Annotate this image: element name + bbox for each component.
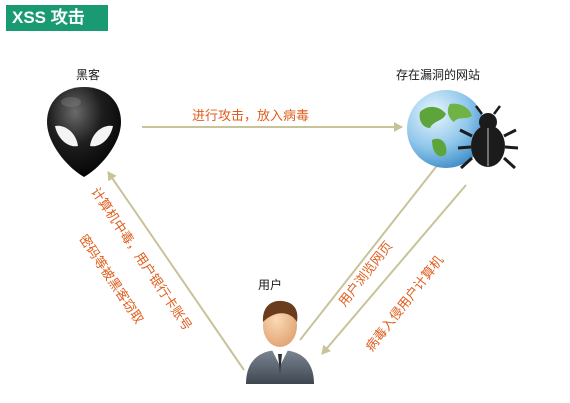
site-label: 存在漏洞的网站 xyxy=(396,68,481,82)
alien-hacker-icon xyxy=(44,84,124,184)
arrow-steal xyxy=(107,171,245,371)
arrow-infect xyxy=(321,184,467,355)
arrow-browse xyxy=(299,157,444,341)
diagram-title: XSS 攻击 xyxy=(6,5,108,31)
hacker-label: 黑客 xyxy=(76,68,101,82)
globe-bug-icon xyxy=(402,84,522,188)
user-label: 用户 xyxy=(258,278,283,292)
edge-label-attack: 进行攻击，放入病毒 xyxy=(192,109,310,124)
user-avatar-icon xyxy=(242,294,318,388)
